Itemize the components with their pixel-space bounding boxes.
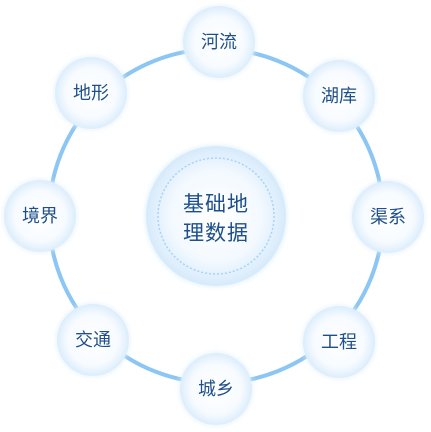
node-label: 河流 <box>201 32 237 53</box>
node-urban-rural[interactable]: 城乡 <box>180 353 252 425</box>
node-label: 境界 <box>22 206 58 227</box>
center-node: 基础地 理数据 <box>146 146 286 286</box>
node-canal[interactable]: 渠系 <box>352 181 424 253</box>
node-engineering[interactable]: 工程 <box>303 306 375 378</box>
center-circle-outer <box>146 146 286 286</box>
center-circle-inner <box>157 157 275 275</box>
node-label: 湖库 <box>321 86 357 107</box>
node-label: 渠系 <box>370 207 406 228</box>
node-circle <box>57 304 129 376</box>
node-circle <box>352 181 424 253</box>
node-label: 交通 <box>75 330 111 351</box>
node-transport[interactable]: 交通 <box>57 304 129 376</box>
node-terrain[interactable]: 地形 <box>55 57 127 129</box>
center-label-line1: 基础地 <box>183 192 249 216</box>
node-lake[interactable]: 湖库 <box>303 60 375 132</box>
node-circle <box>183 6 255 78</box>
node-circle <box>180 353 252 425</box>
node-circle <box>55 57 127 129</box>
node-label: 工程 <box>321 332 357 353</box>
node-circle <box>303 60 375 132</box>
node-label: 城乡 <box>198 379 234 400</box>
node-circle <box>4 180 76 252</box>
node-circle <box>303 306 375 378</box>
node-label: 地形 <box>73 83 109 104</box>
center-label-line2: 理数据 <box>183 221 249 245</box>
node-river[interactable]: 河流 <box>183 6 255 78</box>
node-boundary[interactable]: 境界 <box>4 180 76 252</box>
